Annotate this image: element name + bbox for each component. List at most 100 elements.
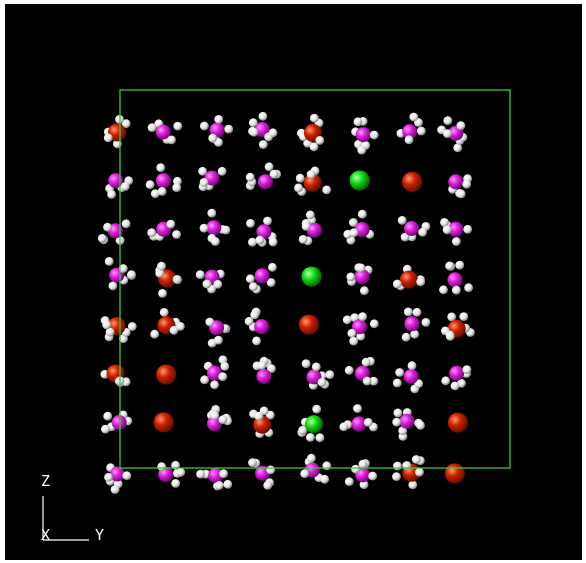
molecule: [198, 166, 227, 192]
hydrogen-atom: [210, 411, 220, 420]
magenta-atom: [354, 269, 370, 285]
molecule: [298, 210, 322, 246]
hydrogen-atom: [219, 469, 229, 479]
hydrogen-atom: [452, 237, 461, 246]
magenta-atom: [402, 124, 418, 140]
hydrogen-atom: [410, 329, 420, 339]
hydrogen-atom: [315, 433, 325, 443]
red-atom: [402, 171, 423, 192]
hydrogen-atom: [392, 378, 402, 388]
hydrogen-atom: [463, 224, 473, 234]
hydrogen-atom: [211, 237, 220, 246]
hydrogen-atom: [210, 380, 220, 390]
hydrogen-atom: [246, 219, 255, 228]
hydrogen-atom: [200, 375, 210, 385]
hydrogen-atom: [369, 130, 379, 140]
hydrogen-atom: [147, 123, 157, 132]
magenta-atom: [207, 416, 222, 432]
magenta-atom: [404, 221, 419, 236]
hydrogen-atom: [295, 173, 305, 183]
magenta-atom: [155, 173, 171, 189]
hydrogen-atom: [159, 308, 169, 317]
hydrogen-atom: [349, 336, 359, 346]
hydrogen-atom: [445, 332, 455, 341]
hydrogen-atom: [298, 235, 308, 244]
hydrogen-atom: [268, 237, 278, 247]
molecule: [199, 208, 231, 246]
hydrogen-atom: [407, 361, 417, 371]
hydrogen-atom: [464, 283, 473, 293]
hydrogen-atom: [218, 415, 228, 424]
molecule: [344, 459, 378, 489]
molecule: [441, 365, 472, 391]
molecule: [342, 312, 379, 346]
molecule: [441, 312, 475, 341]
molecule: [401, 307, 431, 342]
hydrogen-atom: [403, 307, 413, 317]
hydrogen-atom: [167, 135, 176, 145]
hydrogen-atom: [103, 222, 112, 232]
magenta-atom: [403, 369, 419, 384]
hydrogen-atom: [456, 189, 466, 199]
molecule: [147, 119, 183, 145]
magenta-atom: [256, 224, 272, 240]
magenta-atom: [254, 319, 270, 335]
hydrogen-atom: [305, 210, 315, 220]
magenta-atom: [254, 268, 270, 284]
hydrogen-atom: [358, 459, 368, 469]
hydrogen-atom: [325, 370, 335, 379]
molecule: [349, 170, 370, 191]
hydrogen-atom: [208, 133, 218, 143]
hydrogen-atom: [300, 469, 310, 479]
hydrogen-atom: [351, 464, 360, 474]
molecule: [297, 404, 325, 443]
hydrogen-atom: [104, 257, 114, 266]
hydrogen-atom: [252, 336, 261, 346]
hydrogen-atom: [353, 117, 363, 127]
red-atom: [444, 463, 465, 484]
magenta-atom: [447, 272, 463, 288]
molecule: [437, 116, 468, 153]
molecule: [200, 115, 234, 147]
hydrogen-atom: [443, 129, 452, 138]
hydrogen-atom: [412, 307, 422, 317]
magenta-atom: [351, 416, 367, 432]
molecule: [447, 412, 468, 433]
hydrogen-atom: [218, 355, 228, 365]
hydrogen-atom: [346, 272, 356, 282]
hydrogen-atom: [171, 479, 181, 488]
hydrogen-atom: [369, 376, 379, 386]
unit-cell-box: [119, 89, 511, 469]
hydrogen-atom: [462, 179, 472, 189]
magenta-atom: [111, 415, 127, 430]
molecule: [150, 308, 185, 339]
molecule: [207, 405, 233, 432]
hydrogen-atom: [176, 322, 185, 331]
molecule: [100, 316, 137, 344]
hydrogen-atom: [349, 228, 359, 238]
hydrogen-atom: [199, 178, 209, 187]
hydrogen-atom: [166, 219, 176, 229]
molecule: [392, 408, 425, 441]
molecule: [301, 359, 335, 390]
hydrogen-atom: [447, 312, 457, 322]
molecular-viewer-canvas[interactable]: Z X Y: [5, 4, 582, 560]
hydrogen-atom: [150, 329, 160, 339]
axis-x-label: X: [41, 526, 51, 544]
hydrogen-atom: [441, 376, 451, 386]
molecule: [245, 162, 282, 191]
hydrogen-atom: [363, 418, 373, 427]
hydrogen-atom: [392, 417, 402, 427]
hydrogen-atom: [462, 365, 472, 374]
molecule: [104, 257, 136, 291]
hydrogen-atom: [254, 411, 264, 421]
molecule: [301, 266, 322, 287]
hydrogen-atom: [157, 261, 166, 271]
hydrogen-atom: [103, 411, 113, 421]
hydrogen-atom: [298, 425, 307, 435]
axis-z-label: Z: [41, 472, 51, 490]
molecule: [397, 216, 431, 242]
hydrogen-atom: [369, 319, 379, 329]
molecule: [195, 269, 225, 294]
hydrogen-atom: [408, 480, 418, 490]
